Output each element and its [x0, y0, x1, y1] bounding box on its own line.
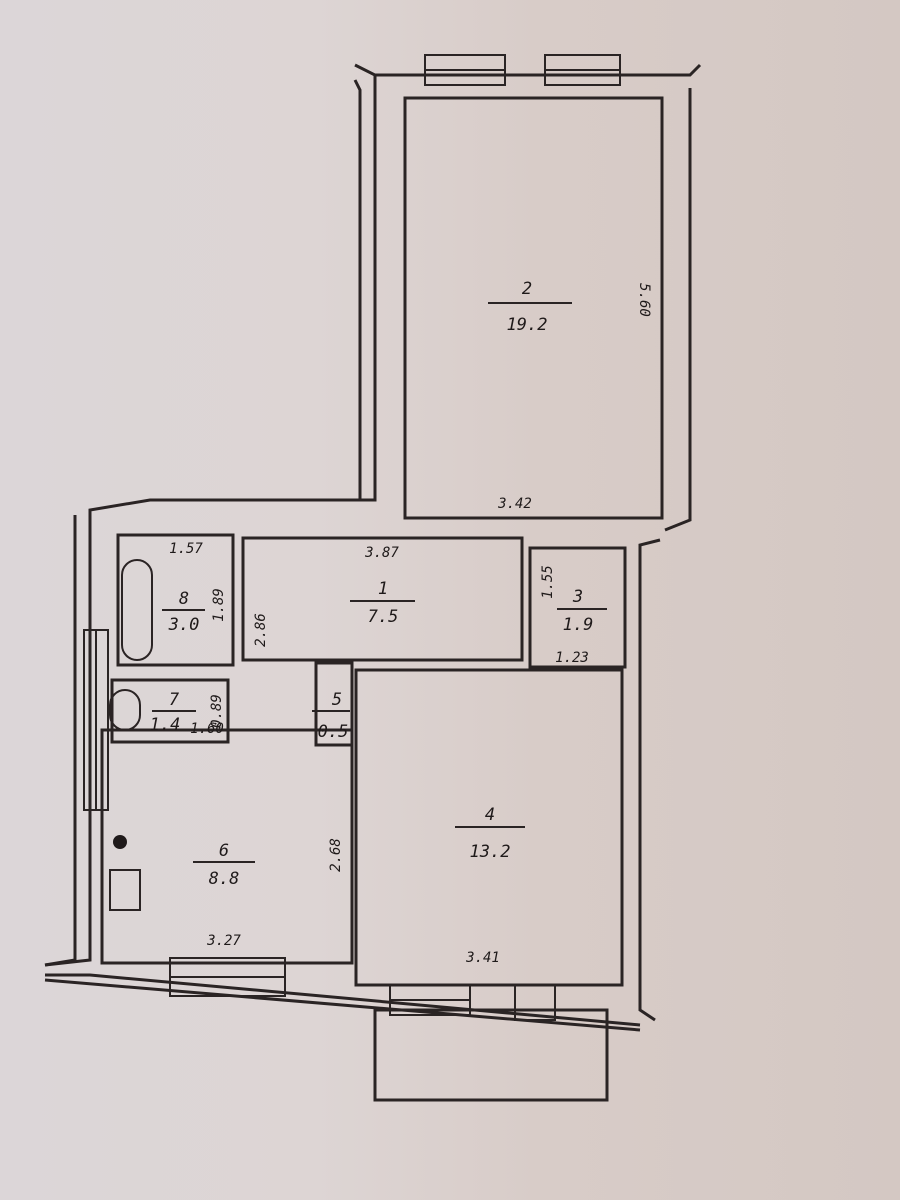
room-7-area: 1.4 [150, 715, 181, 735]
room-3-area: 1.9 [563, 615, 594, 635]
room-5-outline [314, 661, 354, 747]
room-7-number: 7 [169, 690, 180, 710]
dim-room3-width: 1.23 [555, 650, 589, 666]
room-7-outline [110, 678, 230, 744]
room-6-area: 8.8 [209, 869, 240, 889]
dim-room6-length: 2.68 [328, 838, 344, 872]
room-6-number: 6 [219, 841, 229, 861]
room-2-area: 19.2 [507, 315, 548, 335]
room-6-outline [100, 728, 354, 965]
dim-room6-width: 3.27 [206, 933, 241, 949]
room-1-outline [241, 536, 524, 662]
toilet-icon [109, 689, 141, 731]
room-3-number: 3 [572, 587, 583, 607]
room-1-number: 1 [378, 579, 388, 599]
dim-room1-length: 2.86 [253, 613, 269, 647]
room-5-number: 5 [332, 690, 342, 710]
room-2-outline [403, 96, 664, 520]
sink-icon [113, 835, 127, 849]
stove-icon [109, 869, 141, 911]
room-1-area: 7.5 [368, 607, 399, 627]
stairs [83, 629, 109, 811]
room-8-number: 8 [179, 589, 189, 609]
room-2-number: 2 [522, 279, 532, 299]
dim-room2-length: 5.60 [636, 283, 652, 317]
dim-room8-length: 1.89 [211, 588, 227, 622]
dim-room7-width: 0.89 [209, 694, 225, 728]
room-4-outline [354, 668, 624, 987]
room-8-outline [116, 533, 235, 667]
bathtub-icon [121, 559, 153, 661]
dim-room8-width: 1.57 [169, 541, 203, 557]
fraction-lines [152, 302, 607, 863]
dim-room3-length: 1.55 [540, 565, 556, 599]
balcony [373, 1008, 609, 1102]
dim-room4-width: 3.41 [465, 950, 500, 966]
dim-room1-width: 3.87 [364, 545, 399, 561]
windows [169, 54, 621, 1021]
room-4-area: 13.2 [470, 842, 511, 862]
exterior-walls [44, 63, 702, 1032]
dim-room2-width: 3.42 [497, 496, 532, 512]
room-5-area: 0.5 [318, 722, 349, 742]
room-walls [100, 96, 664, 987]
room-8-area: 3.0 [168, 615, 200, 635]
dim-room7-length: 1.60 [190, 721, 224, 737]
room-4-number: 4 [485, 805, 495, 825]
fixtures [109, 559, 153, 911]
room-3-outline [528, 546, 627, 669]
